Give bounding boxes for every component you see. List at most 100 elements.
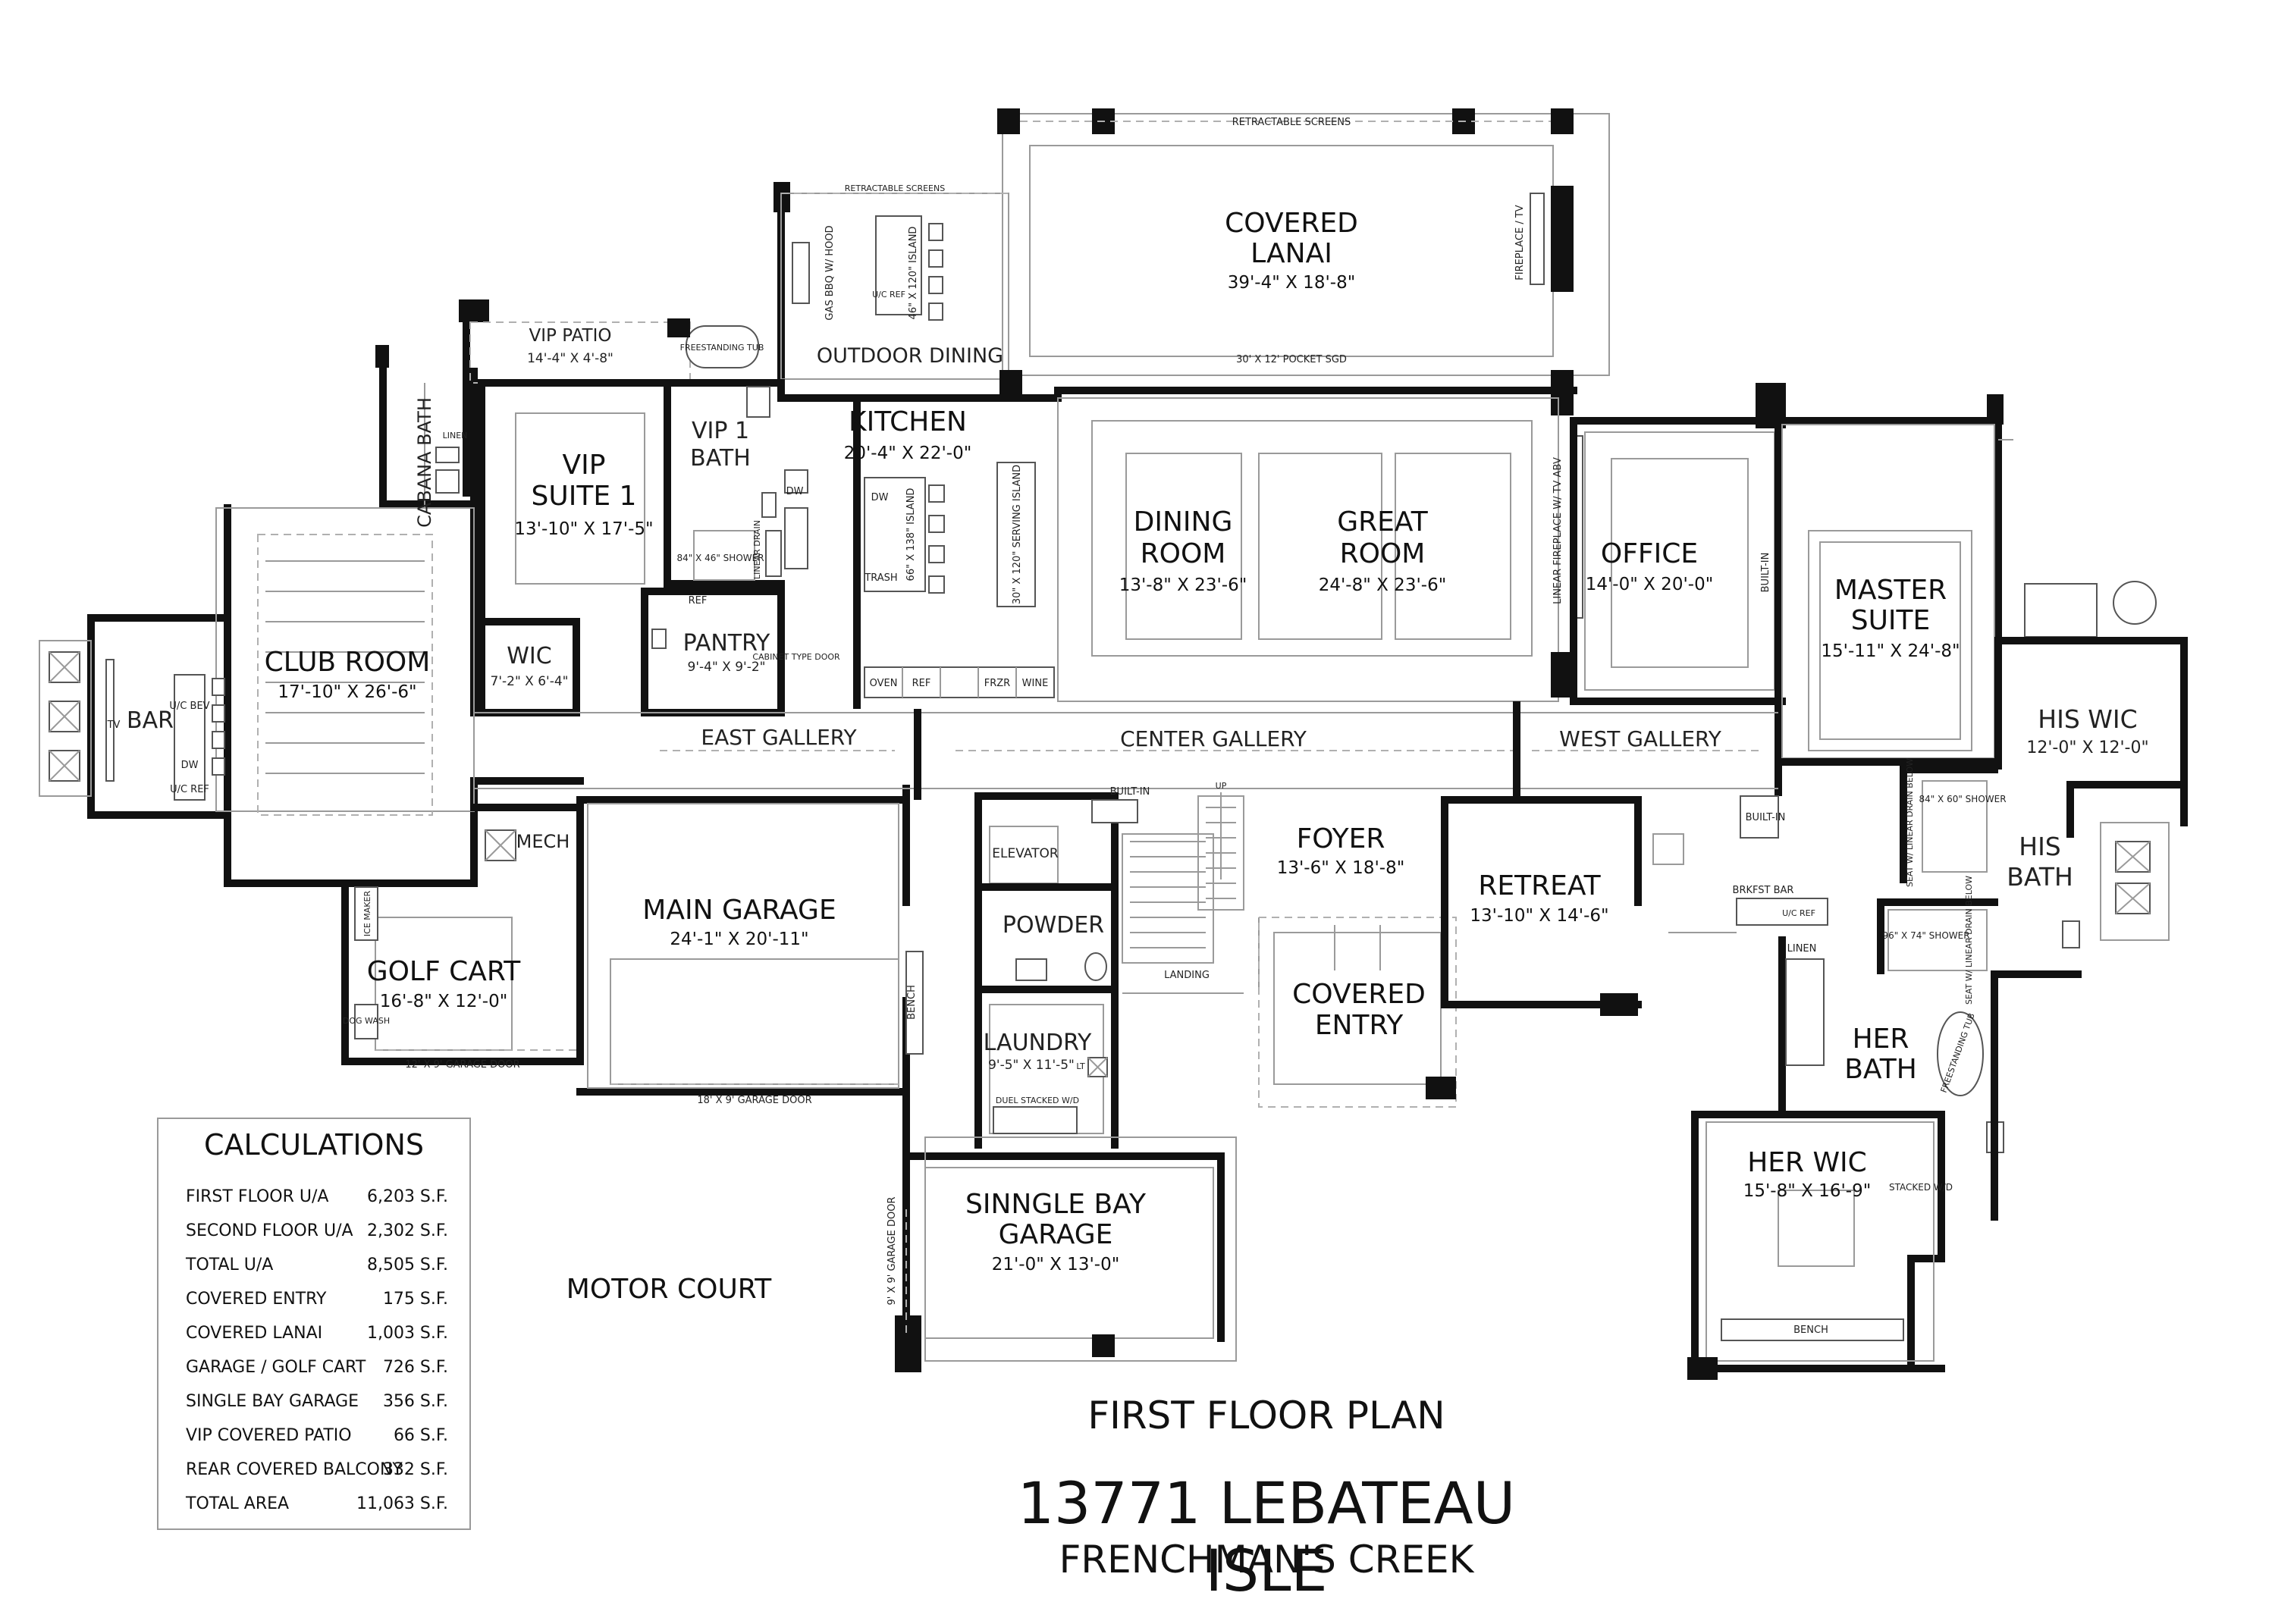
outdoor-dining-area [774,182,1009,402]
dining-room-dims: 13'-8" X 23'-6" [1119,575,1247,595]
office-area [1570,417,1786,796]
calc-row-label: COVERED LANAI [186,1324,323,1343]
calc-row: GARAGE / GOLF CART 726 S.F. [186,1358,448,1381]
west-gallery-name: WEST GALLERY [1559,726,1722,751]
calc-row-label: TOTAL U/A [186,1256,274,1274]
pocket-sgd-note: 30' X 12' POCKET SGD [1236,354,1347,365]
calc-row-value: 726 S.F. [382,1358,448,1377]
uc-ref-note-outdoor: U/C REF [872,290,905,299]
his-bath-name-2: BATH [2007,862,2073,892]
great-room-name-2: ROOM [1340,538,1426,569]
brkfst-bar-note: BRKFST BAR [1733,885,1794,896]
dw-note-island: DW [871,492,889,503]
pantry-name: PANTRY [683,630,770,657]
uc-bev-note: U/C BEV [169,701,209,712]
vip-suite-dims: 13'-10" X 17'-5" [514,519,653,539]
room-labels: COVERED LANAI 39'-4" X 18'-8" OUTDOOR DI… [127,208,2149,1305]
ref-note-pantry: REF [689,595,708,607]
up-note: UP [1216,781,1227,791]
covered-lanai-dims: 39'-4" X 18'-8" [1228,273,1356,293]
oven-note: OVEN [870,678,898,689]
dw-note-kitchen: DW [786,486,804,497]
ref-note-kitchen: REF [912,678,931,689]
east-gallery-name: EAST GALLERY [701,725,857,750]
kitchen-island-note: 66" X 138" ISLAND [905,488,917,582]
garage-door-9-note: 9' X 9' GARAGE DOOR [886,1196,898,1305]
covered-entry-name-2: ENTRY [1315,1010,1404,1041]
calc-row-value: 175 S.F. [382,1290,448,1309]
outdoor-island-note: 46" X 120" ISLAND [908,227,919,320]
dining-room-name: DINING [1134,506,1233,538]
shower-96x74-note: 96" X 74" SHOWER [1882,930,1969,941]
calc-row-label: COVERED ENTRY [186,1290,327,1309]
her-bath-name-2: BATH [1844,1054,1917,1085]
calc-row: VIP COVERED PATIO 66 S.F. [186,1426,448,1449]
vip-suite-area [424,318,785,716]
calc-row-label: VIP COVERED PATIO [186,1426,352,1445]
garage-door-18-note: 18' X 9' GARAGE DOOR [697,1095,811,1106]
office-name: OFFICE [1601,538,1698,569]
bench-note-her: BENCH [1793,1325,1828,1336]
master-suite-name: MASTER [1834,575,1947,606]
calc-row-value: 8,505 S.F. [366,1256,448,1274]
kitchen-area [784,394,1055,709]
cabinet-type-door-note: CABINET TYPE DOOR [752,652,840,662]
kitchen-name: KITCHEN [849,406,967,437]
dw-note-bar: DW [181,760,199,771]
built-in-note-elevator: BUILT-IN [1110,786,1150,798]
calc-row-value: 66 S.F. [393,1426,448,1445]
linear-fireplace-note: LINEAR FIREPLACE W/ TV ABV [1552,457,1564,604]
single-bay-garage-dims: 21'-0" X 13'-0" [992,1255,1120,1274]
galleries [474,701,1778,804]
bar-name: BAR [127,707,174,734]
bench-note-garage: BENCH [906,985,918,1020]
vip-bath-name: VIP 1 [692,418,749,444]
her-wic-name: HER WIC [1747,1147,1867,1178]
linen-note-cabana: LINEN [443,431,468,440]
golf-cart-name: GOLF CART [367,956,522,987]
master-suite-name-2: SUITE [1851,605,1931,636]
motor-court-name: MOTOR COURT [566,1274,772,1305]
laundry-name: LAUNDRY [984,1030,1092,1056]
laundry-dims: 9'-5" X 11'-5" [988,1058,1075,1073]
single-bay-garage-name: SINNGLE BAY [965,1189,1147,1220]
elevator-name: ELEVATOR [992,846,1059,861]
her-bath-name: HER [1853,1024,1909,1055]
calc-row-label: SINGLE BAY GARAGE [186,1392,359,1411]
covered-lanai-name: COVERED [1225,208,1358,239]
dining-room-name-2: ROOM [1141,538,1226,569]
address-title: 13771 LEBATEAU ISLE [1017,1469,1516,1604]
calc-row: COVERED ENTRY 175 S.F. [186,1290,448,1312]
vip-suite-name-2: SUITE 1 [532,481,637,512]
shower-84x46-note: 84" X 46" SHOWER [676,553,764,563]
retreat-dims: 13'-10" X 14'-6" [1470,906,1608,926]
vip-bath-name-2: BATH [690,445,751,472]
built-in-note-west: BUILT-IN [1746,812,1786,823]
cabana-bath-name: CABANA BATH [414,397,435,528]
main-garage-dims: 24'-1" X 20'-11" [670,930,808,949]
calc-row-label: GARAGE / GOLF CART [186,1358,366,1377]
vip-suite-name: VIP [563,450,606,481]
calc-row-value: 6,203 S.F. [366,1187,448,1206]
wic-dims: 7'-2" X 6'-4" [491,674,569,689]
his-wic-name: HIS WIC [2038,704,2137,734]
calc-row-value: 332 S.F. [382,1460,448,1479]
uc-ref-note-bar: U/C REF [170,784,209,795]
retractable-screens-note-dining: RETRACTABLE SCREENS [845,183,945,193]
sheet-title: FIRST FLOOR PLAN [1087,1394,1445,1437]
fixture-notes: RETRACTABLE SCREENS RETRACTABLE SCREENS … [107,117,2007,1336]
golf-cart-dims: 16'-8" X 12'-0" [380,992,508,1011]
foyer-stairs [1122,792,1260,994]
vip-patio-dims: 14'-4" X 4'-8" [527,351,613,366]
pantry-dims: 9'-4" X 9'-2" [688,660,766,675]
serving-island-note: 30" X 120" SERVING ISLAND [1012,465,1023,604]
garage-door-12-note: 12' X 9' GARAGE DOOR [405,1059,519,1071]
his-wic-dims: 12'-0" X 12'-0" [2026,738,2148,757]
service-core [974,792,1119,1149]
wine-note: WINE [1022,678,1049,689]
